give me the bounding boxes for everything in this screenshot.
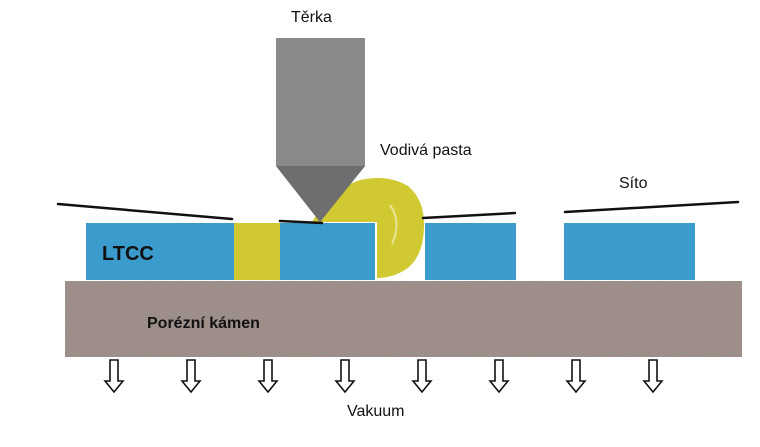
paste-label: Vodivá pasta <box>380 142 472 159</box>
vacuum-arrow-icon <box>642 359 664 394</box>
squeegee-label: Těrka <box>291 9 332 26</box>
filled-via <box>234 223 280 280</box>
vacuum-label: Vakuum <box>347 403 405 420</box>
vacuum-arrows <box>103 359 664 394</box>
screen-line-4 <box>563 200 740 214</box>
vacuum-arrow-icon <box>180 359 202 394</box>
porous-stone <box>65 281 742 357</box>
ltcc-block-1 <box>86 223 234 280</box>
ltcc-block-4 <box>564 223 695 280</box>
screen-mesh <box>56 200 740 225</box>
screen-line-3 <box>421 211 517 220</box>
squeegee-tip <box>276 166 365 222</box>
ltcc-block-3 <box>425 223 516 280</box>
vacuum-arrow-icon <box>257 359 279 394</box>
ltcc-label: LTCC <box>102 243 154 265</box>
ltcc-substrate <box>86 223 695 280</box>
paste-highlight <box>389 204 398 245</box>
screen-line-1 <box>56 202 234 221</box>
screen-line-2 <box>278 219 324 225</box>
conductive-paste-blob <box>312 178 425 278</box>
ltcc-block-2 <box>280 223 375 280</box>
screen-label: Síto <box>619 175 648 192</box>
vacuum-arrow-icon <box>488 359 510 394</box>
porous-stone-label: Porézní kámen <box>147 315 260 332</box>
vacuum-arrow-icon <box>334 359 356 394</box>
vacuum-arrow-icon <box>565 359 587 394</box>
squeegee <box>276 38 365 222</box>
porous-stone-texture <box>65 281 742 357</box>
vacuum-arrow-icon <box>103 359 125 394</box>
vacuum-arrow-icon <box>411 359 433 394</box>
